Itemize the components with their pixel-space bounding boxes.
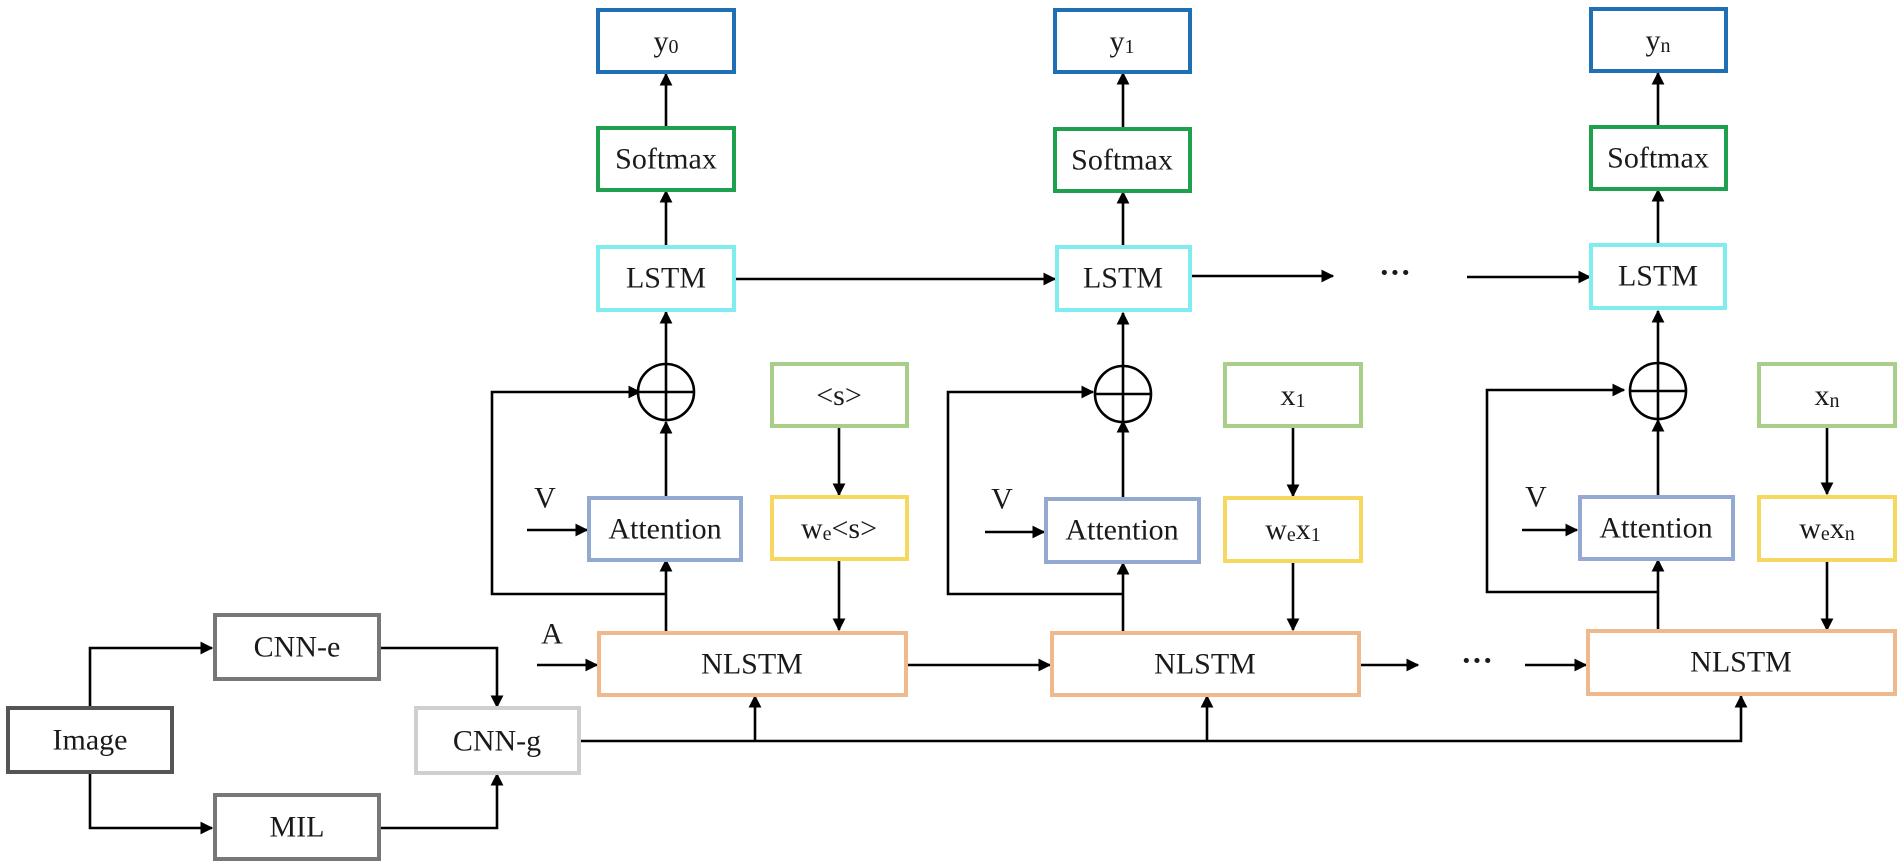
v-label-n: V [1525,481,1547,514]
attention-node-n: Attention [1578,495,1735,561]
output-label-n: y [1646,24,1661,57]
nlstm-node-0: NLSTM [597,631,908,697]
cnn-e-label: CNN-e [254,631,341,664]
nlstm-label-n: NLSTM [1690,646,1792,679]
lstm-label-1: LSTM [1083,262,1163,295]
softmax-label-n: Softmax [1607,142,1709,175]
arrow-cnn-g-bus [580,694,1748,743]
softmax-label-0: Softmax [615,143,717,176]
softmax-label-1: Softmax [1071,144,1173,177]
v-label-1: V [991,483,1013,516]
nlstm-node-1: NLSTM [1050,631,1361,697]
arrow-cnn-e-to-cnn-g [380,646,504,709]
image-label: Image [53,724,128,757]
attention-node-1: Attention [1044,497,1201,564]
embed-tail-subscript-n: n [1845,523,1855,545]
embed-tail-n: x [1830,512,1845,545]
lstm-row-ellipsis: ··· [1379,254,1411,290]
cnn-g-node: CNN-g [414,706,581,775]
arrow-nlstm-skip-to-sum-n [1485,383,1658,594]
output-label-0: y [654,25,669,58]
output-subscript-1: 1 [1125,36,1135,58]
token-node-n: xn [1757,362,1897,428]
embed-subscript-1: e [1287,524,1296,546]
cnn-g-label: CNN-g [453,725,541,758]
attention-label-0: Attention [608,513,721,546]
mil-node: MIL [213,793,381,861]
svg-text:x1: x1 [1281,379,1306,413]
embed-node-1: wex1 [1223,496,1363,563]
embed-node-0: we<s> [770,495,909,561]
nlstm-row-ellipsis: ··· [1461,642,1493,678]
svg-text:y0: y0 [654,25,679,59]
token-label-0: <s> [816,379,862,412]
svg-text:xn: xn [1815,379,1840,413]
embed-subscript-0: e [823,523,832,545]
token-node-0: <s> [770,362,909,428]
attention-node-0: Attention [587,496,743,562]
embed-tail-1: x [1296,513,1311,546]
cnn-e-node: CNN-e [213,613,381,681]
arrow-nlstm-skip-to-sum-1 [946,385,1123,596]
attention-label-n: Attention [1599,512,1712,545]
token-label-1: x [1281,379,1296,412]
svg-text:wexn: wexn [1799,512,1855,546]
token-subscript-n: n [1830,390,1840,412]
token-subscript-1: 1 [1296,390,1306,412]
embed-label-0: w [801,512,823,545]
output-node-n: yn [1589,7,1728,73]
output-subscript-0: 0 [669,36,679,58]
sum-node-n [1628,361,1688,421]
output-node-0: y0 [596,8,736,74]
lstm-node-1: LSTM [1055,245,1192,312]
a-label: A [541,618,563,651]
lstm-node-n: LSTM [1589,243,1727,310]
svg-text:yn: yn [1646,24,1671,58]
arrow-nlstm-skip-to-sum-0 [490,385,666,596]
arrow-image-to-mil [88,772,214,835]
image-node: Image [6,706,174,774]
lstm-label-0: LSTM [626,262,706,295]
nlstm-label-1: NLSTM [1154,648,1256,681]
token-node-1: x1 [1223,362,1363,428]
nlstm-label-0: NLSTM [701,648,803,681]
arrow-mil-to-cnn-g [380,772,504,830]
lstm-node-0: LSTM [596,245,736,312]
embed-label-n: w [1799,512,1821,545]
embed-node-n: wexn [1757,495,1897,562]
softmax-node-n: Softmax [1589,125,1728,191]
lstm-label-n: LSTM [1618,260,1698,293]
embed-tail-0: <s> [832,512,878,545]
output-label-1: y [1110,25,1125,58]
v-label-0: V [534,482,556,515]
embed-tail-subscript-1: 1 [1311,524,1321,546]
embed-label-1: w [1265,513,1287,546]
sum-node-1 [1093,364,1153,424]
sum-node-0 [636,362,696,422]
softmax-node-1: Softmax [1053,127,1192,193]
output-subscript-n: n [1661,35,1671,57]
connections [88,71,1834,835]
attention-label-1: Attention [1065,514,1178,547]
mil-label: MIL [270,811,325,844]
svg-text:we<s>: we<s> [801,512,877,546]
softmax-node-0: Softmax [596,126,736,192]
nlstm-node-n: NLSTM [1586,629,1897,696]
embed-subscript-n: e [1821,523,1830,545]
arrow-image-to-cnn-e [88,641,214,708]
svg-text:wex1: wex1 [1265,513,1321,547]
svg-text:y1: y1 [1110,25,1135,59]
svg-text:<s>: <s> [816,379,862,412]
token-label-n: x [1815,379,1830,412]
output-node-1: y1 [1053,8,1192,74]
